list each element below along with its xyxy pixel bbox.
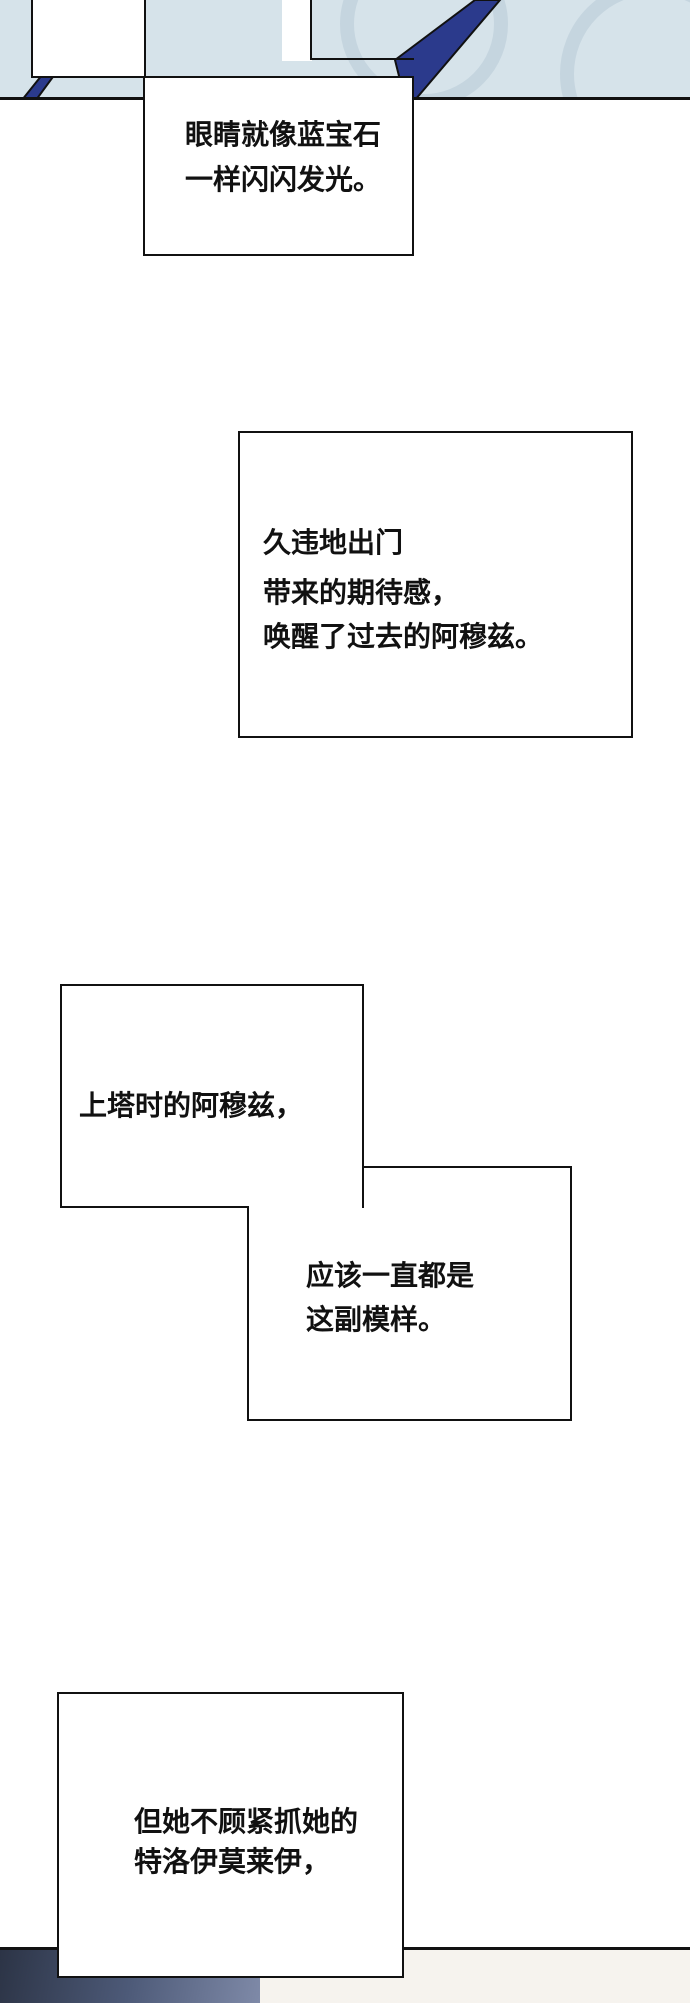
panel-divider <box>310 0 312 60</box>
caption-line: 但她不顾紧抓她的 <box>134 1805 359 1838</box>
panel-divider <box>310 58 414 60</box>
caption-box-5: 但她不顾紧抓她的 特洛伊莫莱伊， <box>57 1692 404 1978</box>
white-gutter <box>282 0 312 61</box>
caption-box-2: 久违地出门 带来的期待感， 唤醒了过去的阿穆兹。 <box>238 431 633 738</box>
white-gutter <box>31 0 146 78</box>
caption-line: 带来的期待感， <box>263 576 460 609</box>
caption-line: 这副模样。 <box>306 1303 447 1336</box>
caption-line: 久违地出门 <box>263 526 404 559</box>
caption-line: 特洛伊莫莱伊， <box>134 1845 331 1878</box>
caption-line: 唤醒了过去的阿穆兹。 <box>263 620 544 653</box>
caption-box-1: 眼睛就像蓝宝石 一样闪闪发光。 <box>143 76 414 256</box>
caption-box-3: 上塔时的阿穆兹， <box>60 984 364 1208</box>
caption-line: 应该一直都是 <box>306 1259 475 1292</box>
caption-line: 上塔时的阿穆兹， <box>79 1089 304 1122</box>
caption-line: 一样闪闪发光。 <box>185 163 382 196</box>
caption-joint <box>249 1204 362 1210</box>
caption-line: 眼睛就像蓝宝石 <box>185 118 382 151</box>
